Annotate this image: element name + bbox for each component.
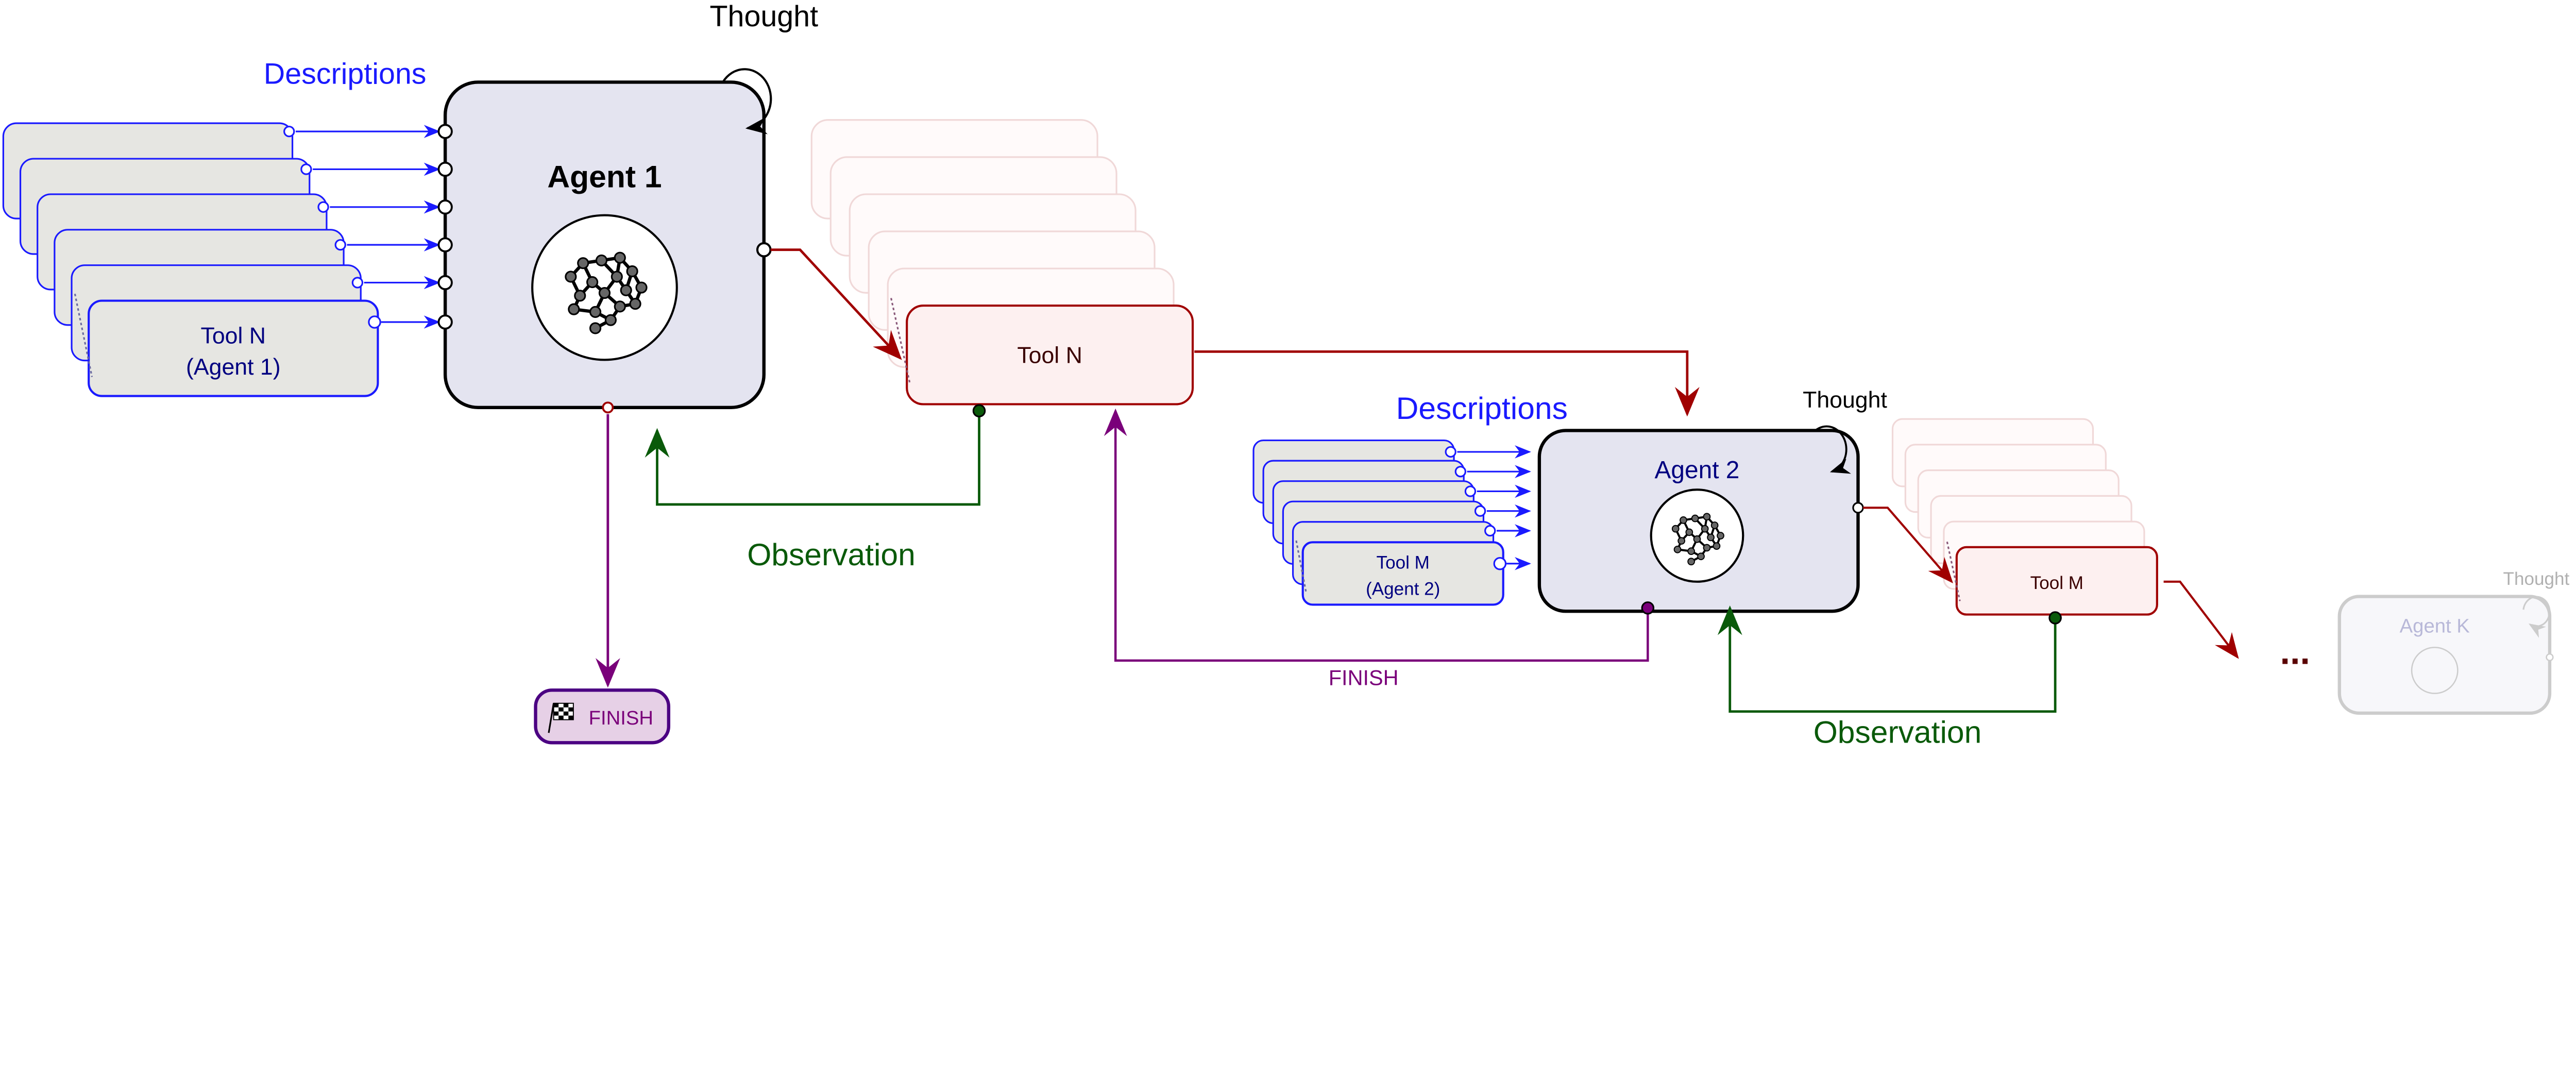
- agent2-brain-icon: [1650, 489, 1744, 583]
- tool-port[interactable]: [1445, 446, 1456, 458]
- agentK-node[interactable]: Agent K Thought: [2337, 569, 2570, 715]
- agent1-output-port[interactable]: [756, 242, 772, 258]
- tool-port[interactable]: [1484, 525, 1496, 537]
- tool-card-active[interactable]: Tool M (Agent 2): [1301, 541, 1504, 606]
- stack-dots: [1295, 540, 1307, 593]
- agent2-finish-port[interactable]: [1641, 601, 1655, 615]
- agent2-thought-loop: [1815, 425, 1851, 474]
- agent1-tool-stack: Tool N (Agent 1): [2, 122, 440, 397]
- agent-input-port[interactable]: [437, 161, 453, 177]
- tool-port[interactable]: [300, 163, 312, 175]
- agent2-finish-edge: [1104, 408, 1649, 662]
- agentK-thought-loop: [2522, 596, 2551, 638]
- stack-dots: [1946, 541, 1961, 601]
- agent2-thought-label: Thought: [1803, 388, 1887, 413]
- agentK-port: [2546, 653, 2554, 662]
- agent1-title: Agent 1: [547, 159, 662, 194]
- tool-card-active[interactable]: Tool N (Agent 1): [88, 299, 379, 397]
- agentK-title: Agent K: [2400, 615, 2470, 637]
- finish-edge-label: FINISH: [1329, 666, 1399, 690]
- agent1-finish-port[interactable]: [602, 401, 614, 414]
- observation2-label: Observation: [1814, 714, 1982, 749]
- agent1-output-tool-stack: Tool N: [810, 119, 1194, 406]
- tool-card-active[interactable]: Tool N: [906, 305, 1194, 406]
- observation1-label: Observation: [747, 537, 916, 572]
- agent2-title: Agent 2: [1655, 457, 1740, 484]
- agent1-thought-label: Thought: [709, 0, 818, 33]
- tool-port[interactable]: [1464, 485, 1477, 497]
- observation2-edge: [1717, 605, 2057, 713]
- agentK-brain-icon: [2411, 647, 2459, 694]
- tool-label: Tool N: [201, 323, 266, 348]
- agent1-brain-icon: [531, 214, 678, 361]
- agent-input-port[interactable]: [437, 275, 453, 291]
- tool-label: (Agent 2): [1366, 579, 1440, 599]
- multi-agent-diagram: Tool N (Agent 1) Tool N Descriptions Thou…: [2, 0, 2570, 749]
- tool-port[interactable]: [368, 315, 381, 329]
- tool-port[interactable]: [283, 125, 295, 138]
- tool-label: Tool M: [1377, 552, 1430, 572]
- agent2-tool-stack: Tool M (Agent 2): [1252, 439, 1531, 606]
- tool-label: Tool M: [2030, 573, 2083, 593]
- agent2-output-port[interactable]: [1852, 502, 1864, 514]
- tool-card-active[interactable]: Tool M: [1955, 546, 2158, 616]
- tool-port[interactable]: [1454, 466, 1466, 478]
- agent2-output-tool-stack: Tool M: [1891, 418, 2158, 616]
- tool-port[interactable]: [1493, 557, 1507, 570]
- toolN-observation-port[interactable]: [972, 404, 986, 417]
- agent2-action-edge: [1863, 507, 1953, 583]
- toolM-observation-port[interactable]: [2048, 611, 2062, 625]
- agent1-input-ports: [437, 124, 453, 330]
- agent1-action-edge: [770, 248, 902, 360]
- agent1-descriptions-label: Descriptions: [264, 58, 427, 91]
- agent-input-port[interactable]: [437, 237, 453, 252]
- toolN-to-agent2-edge: [1194, 350, 1700, 417]
- tool-port[interactable]: [1474, 505, 1486, 517]
- stack-dots: [74, 293, 93, 377]
- tool-label: Tool N: [1017, 343, 1082, 368]
- finish-node[interactable]: FINISH: [534, 688, 671, 745]
- agent-input-port[interactable]: [437, 124, 453, 139]
- agent-input-port[interactable]: [437, 314, 453, 330]
- toolM-to-next-edge: [2163, 580, 2239, 659]
- ellipsis: ...: [2280, 631, 2310, 671]
- agent-input-port[interactable]: [437, 199, 453, 215]
- tool-label: (Agent 1): [186, 355, 281, 380]
- tool-port[interactable]: [334, 239, 346, 251]
- observation1-edge: [645, 411, 980, 506]
- agent2-descriptions-label: Descriptions: [1396, 391, 1568, 426]
- agentK-thought-label: Thought: [2503, 569, 2570, 589]
- tool-port[interactable]: [317, 201, 329, 213]
- agent1-thought-loop: [722, 68, 772, 134]
- checkered-flag-icon: [548, 702, 574, 733]
- tool-port[interactable]: [351, 277, 364, 289]
- finish-node-label: FINISH: [589, 707, 653, 729]
